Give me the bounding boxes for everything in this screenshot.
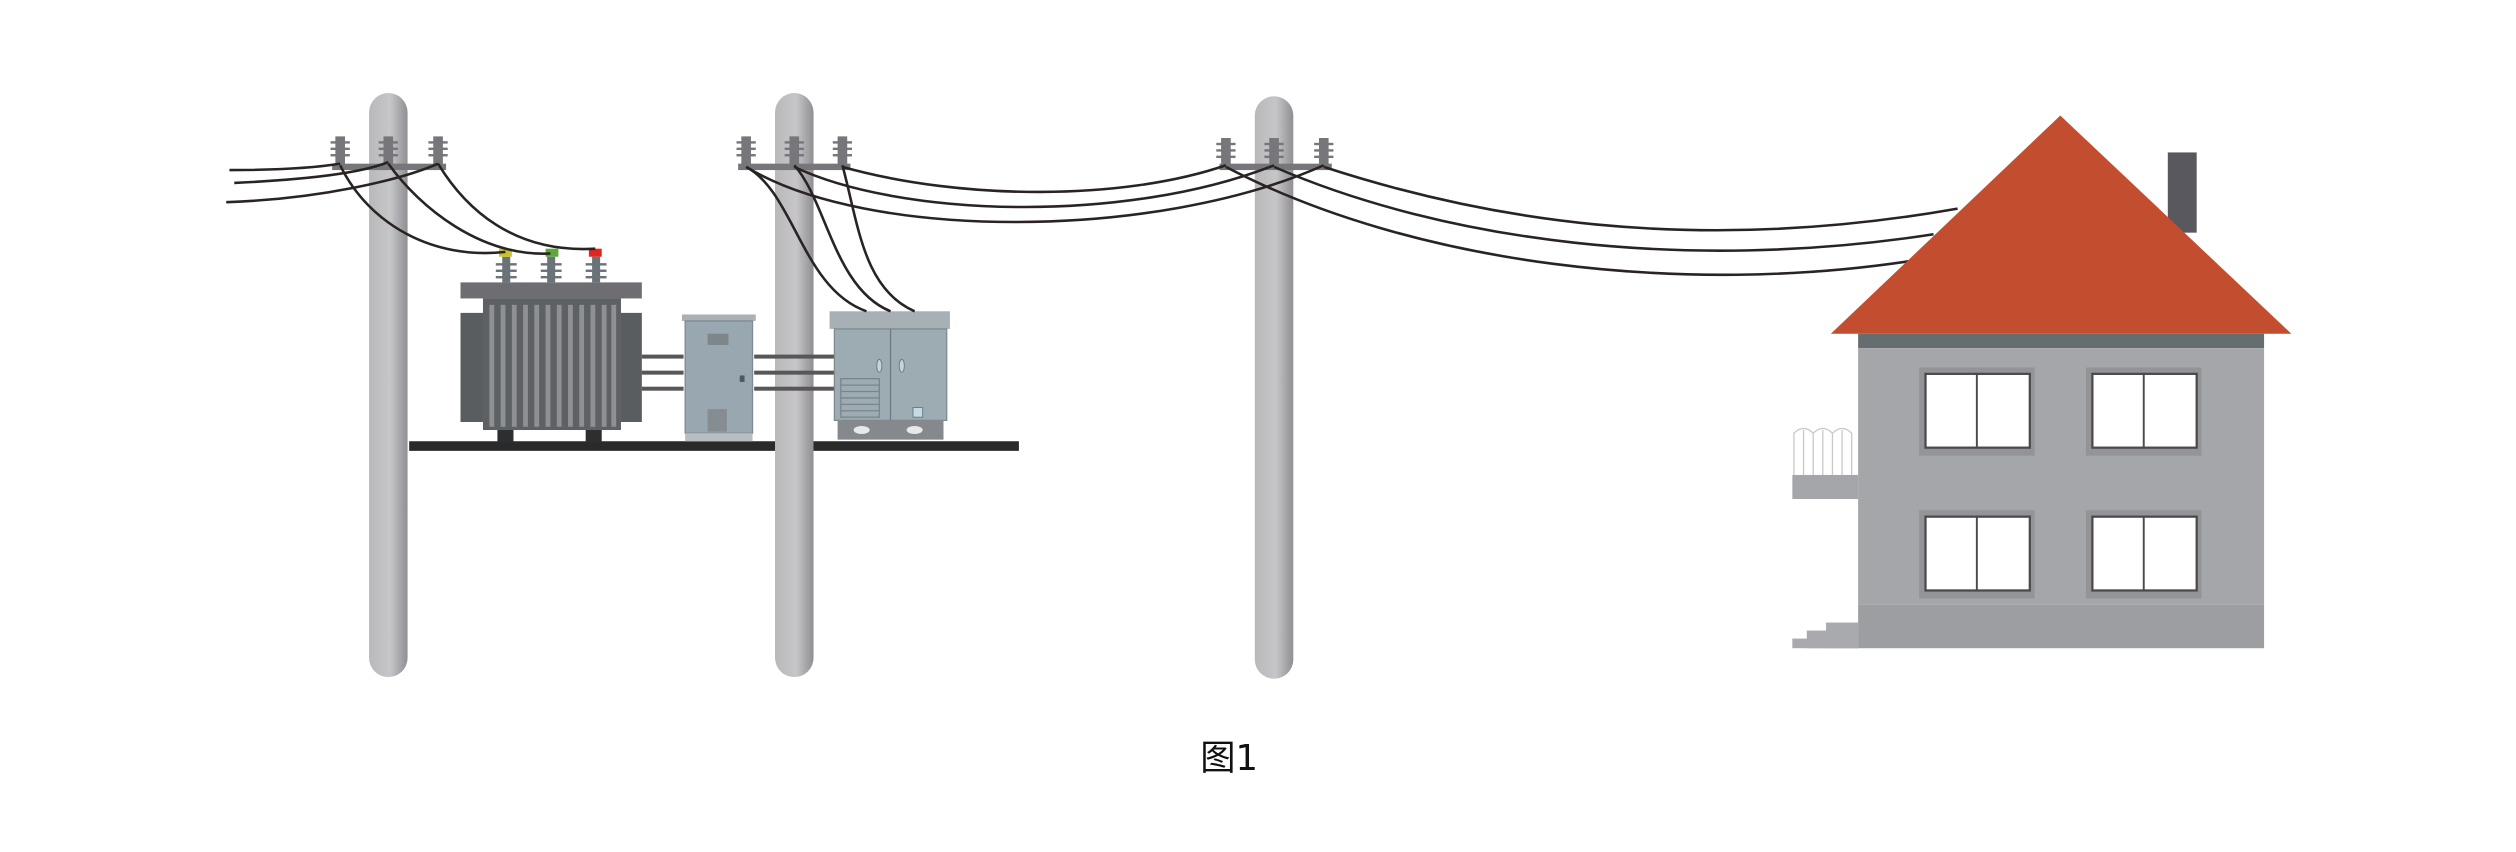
insulator-icon <box>1216 137 1236 166</box>
crossarm-2 <box>736 136 853 171</box>
insulator-icon <box>784 136 804 166</box>
house-wall <box>1858 348 2265 605</box>
ground-platform <box>409 441 1019 451</box>
insulator-icon <box>330 136 350 166</box>
phase-b-cap <box>545 248 559 257</box>
window <box>2085 367 2202 456</box>
power-lines <box>226 160 1958 313</box>
crossarm-3 <box>1216 137 1334 171</box>
insulator-icon <box>1314 137 1334 166</box>
insulator-icon <box>378 136 398 166</box>
vent-grille <box>840 378 880 418</box>
distribution-cabinet <box>829 311 950 440</box>
insulator-icon <box>428 136 448 166</box>
figure-caption: 图1 <box>1200 738 1258 779</box>
chimney <box>2167 152 2197 233</box>
insulator-icon <box>736 136 756 166</box>
insulator-icon <box>832 136 853 166</box>
eave <box>1858 333 2265 349</box>
transformer <box>460 248 642 443</box>
window <box>1919 510 2035 599</box>
utility-pole-3 <box>1254 96 1294 679</box>
insulator-icon <box>1264 137 1284 166</box>
roof <box>1830 115 2292 334</box>
window <box>2085 510 2202 599</box>
utility-pole-2 <box>775 93 814 678</box>
entrance-steps <box>1792 622 1859 649</box>
utility-pole-1 <box>369 93 408 678</box>
house-foundation <box>1858 604 2265 649</box>
house <box>1792 115 2292 649</box>
meter-cabinet <box>681 314 756 442</box>
low-voltage-cables <box>641 354 835 391</box>
cabinet-handle <box>739 375 745 382</box>
phase-c-cap <box>588 248 602 257</box>
balcony <box>1792 427 1859 500</box>
window <box>1919 367 2035 456</box>
